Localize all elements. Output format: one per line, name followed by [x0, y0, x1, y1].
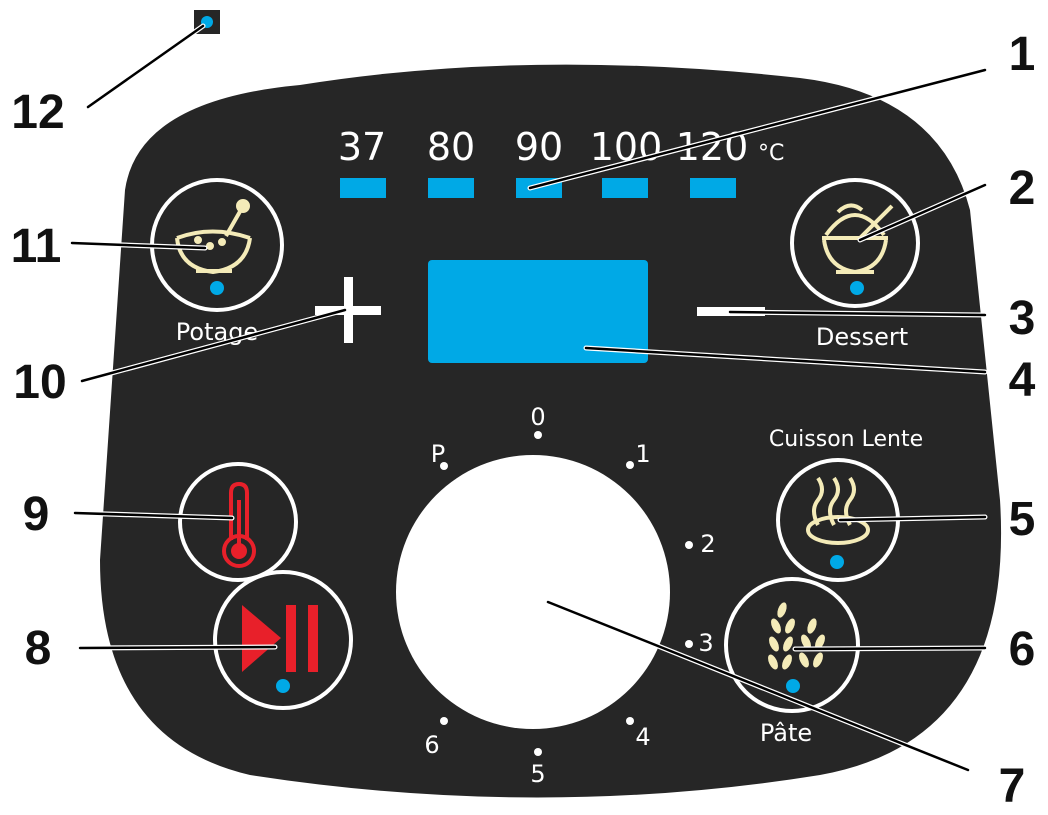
callout-11: 11 — [11, 220, 62, 273]
dial-dot-2 — [685, 541, 693, 549]
wheat-icon — [768, 602, 825, 670]
temperature-button[interactable] — [178, 462, 298, 582]
dial-marks: 0 1 2 3 4 5 6 P — [424, 403, 715, 788]
dial-mark-2: 2 — [700, 530, 715, 558]
dial-dot-6 — [440, 717, 448, 725]
potage-led — [210, 281, 224, 295]
leader-lines — [69, 23, 988, 773]
dial-mark-p: P — [431, 440, 445, 468]
callout-6: 6 — [1009, 623, 1036, 676]
dial-mark-0: 0 — [530, 403, 545, 431]
pate-label: Pâte — [760, 719, 812, 747]
dial-dot-p — [440, 462, 448, 470]
thermometer-icon — [222, 481, 256, 568]
callout-8: 8 — [25, 622, 52, 675]
callout-2: 2 — [1009, 162, 1036, 215]
dial-mark-3: 3 — [698, 629, 713, 657]
dial-dot-3 — [685, 640, 693, 648]
dial-dot-0 — [534, 431, 542, 439]
dial-mark-5: 5 — [530, 760, 545, 788]
potage-label: Potage — [176, 318, 258, 346]
pate-led — [786, 679, 800, 693]
callout-10: 10 — [13, 356, 66, 409]
slow-cook-steam-icon — [806, 476, 870, 545]
callout-7: 7 — [999, 760, 1026, 813]
start-pause-led — [276, 679, 290, 693]
temp-label-37: 37 — [338, 125, 386, 169]
dessert-bowl-icon — [822, 203, 894, 275]
callout-4: 4 — [1009, 354, 1036, 407]
cuisson-lente-led — [830, 555, 844, 569]
temp-label-90: 90 — [515, 125, 563, 169]
dial-dot-4 — [626, 717, 634, 725]
callout-5: 5 — [1009, 493, 1036, 546]
dial-dot-5 — [534, 748, 542, 756]
temp-unit-label: °C — [758, 141, 784, 166]
callout-3: 3 — [1009, 292, 1036, 345]
dial-mark-1: 1 — [635, 440, 650, 468]
temp-led-120 — [690, 178, 736, 198]
soup-bowl-icon — [175, 199, 252, 275]
temp-led-100 — [602, 178, 648, 198]
play-pause-icon — [242, 605, 318, 672]
dessert-label: Dessert — [816, 323, 908, 351]
temperature-indicators: 37 80 90 100 120 °C — [338, 125, 784, 198]
dial-dot-1 — [626, 461, 634, 469]
lcd-display — [428, 260, 648, 363]
pate-button[interactable] — [724, 577, 860, 713]
potage-button[interactable] — [150, 178, 284, 312]
callout-numbers: 1 2 3 4 5 6 7 8 9 10 11 12 — [11, 28, 1036, 813]
temp-led-37 — [340, 178, 386, 198]
callout-9: 9 — [23, 488, 50, 541]
temp-label-80: 80 — [427, 125, 475, 169]
dial-mark-6: 6 — [424, 731, 439, 759]
dessert-led — [850, 281, 864, 295]
cuisson-lente-label: Cuisson Lente — [769, 427, 923, 452]
plus-button[interactable] — [315, 277, 381, 343]
start-pause-button[interactable] — [213, 570, 353, 710]
temp-led-80 — [428, 178, 474, 198]
program-dial[interactable] — [396, 455, 670, 729]
dial-mark-4: 4 — [635, 723, 650, 751]
callout-1: 1 — [1009, 28, 1036, 81]
dessert-button[interactable] — [790, 178, 920, 308]
callout-12: 12 — [11, 86, 64, 139]
